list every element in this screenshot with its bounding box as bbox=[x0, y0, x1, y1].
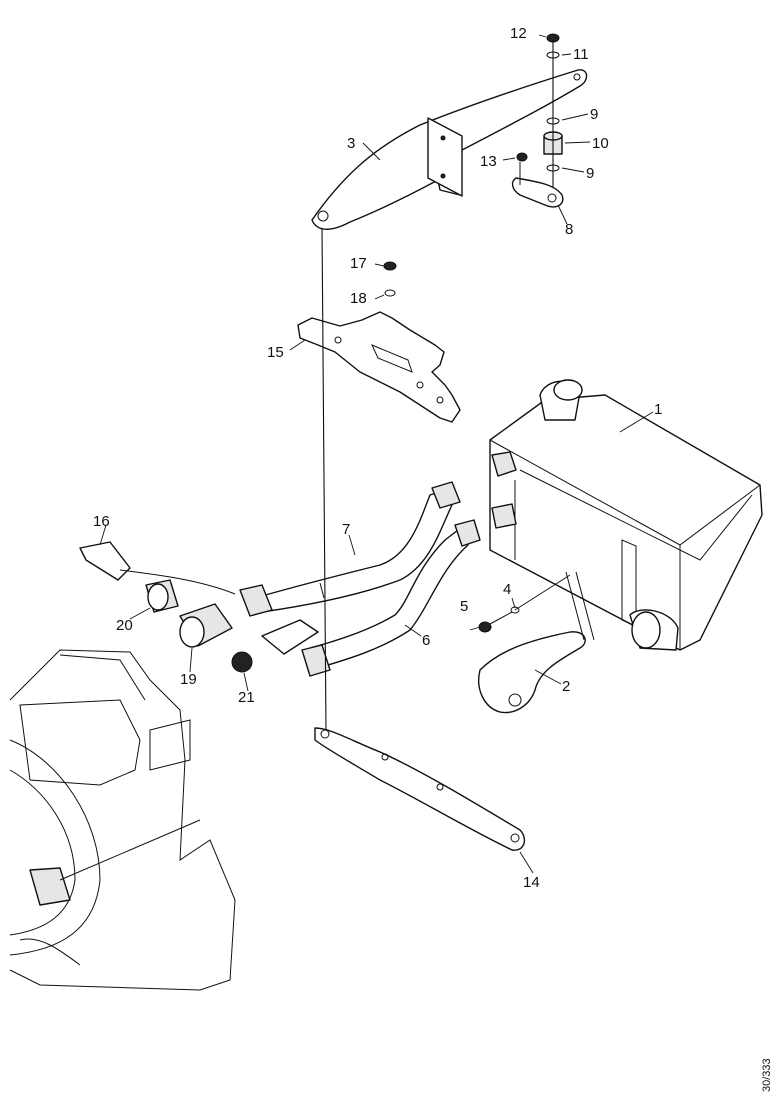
callout-6: 6 bbox=[422, 632, 430, 649]
callout-9-upper: 9 bbox=[590, 106, 598, 123]
support-bracket bbox=[478, 571, 595, 714]
callout-3: 3 bbox=[347, 135, 355, 152]
callout-5: 5 bbox=[460, 598, 468, 615]
callout-13: 13 bbox=[480, 153, 497, 170]
callout-19: 19 bbox=[180, 671, 197, 688]
lower-rail bbox=[314, 727, 526, 851]
callout-12: 12 bbox=[510, 25, 527, 42]
callout-20: 20 bbox=[116, 617, 133, 634]
callout-18: 18 bbox=[350, 290, 367, 307]
mount-hardware-stack bbox=[543, 33, 563, 200]
lower-mount-bracket bbox=[511, 152, 564, 208]
callouts: 1 2 3 4 5 6 7 8 9 9 10 11 12 13 14 15 16… bbox=[93, 25, 662, 891]
hose-7 bbox=[239, 481, 461, 617]
adapter-19 bbox=[179, 603, 233, 648]
callout-11: 11 bbox=[573, 46, 589, 63]
washer-18 bbox=[384, 289, 396, 297]
engine-block-outline bbox=[9, 649, 236, 991]
callout-10: 10 bbox=[592, 135, 609, 152]
callout-2: 2 bbox=[562, 678, 570, 695]
callout-1: 1 bbox=[654, 401, 662, 418]
callout-14: 14 bbox=[523, 874, 540, 891]
mounting-plate bbox=[297, 311, 461, 423]
adapter-21 bbox=[231, 619, 319, 673]
figure-reference: 30/333 bbox=[761, 1058, 773, 1092]
callout-9-lower: 9 bbox=[586, 165, 594, 182]
callout-15: 15 bbox=[267, 344, 284, 361]
callout-8: 8 bbox=[565, 221, 573, 238]
callout-16: 16 bbox=[93, 513, 110, 530]
hose-6 bbox=[301, 519, 481, 677]
callout-4: 4 bbox=[503, 581, 511, 598]
nut-17 bbox=[383, 261, 397, 271]
upper-bracket bbox=[311, 69, 588, 230]
callout-7: 7 bbox=[342, 521, 350, 538]
leader-lines bbox=[99, 34, 654, 874]
bolt-5-washer-4 bbox=[478, 574, 571, 633]
adapter-20 bbox=[145, 579, 179, 613]
callout-21: 21 bbox=[238, 689, 255, 706]
fitting-16 bbox=[79, 541, 236, 595]
callout-17: 17 bbox=[350, 255, 367, 272]
cooler-unit bbox=[489, 379, 763, 651]
assembly-axis bbox=[321, 227, 327, 731]
